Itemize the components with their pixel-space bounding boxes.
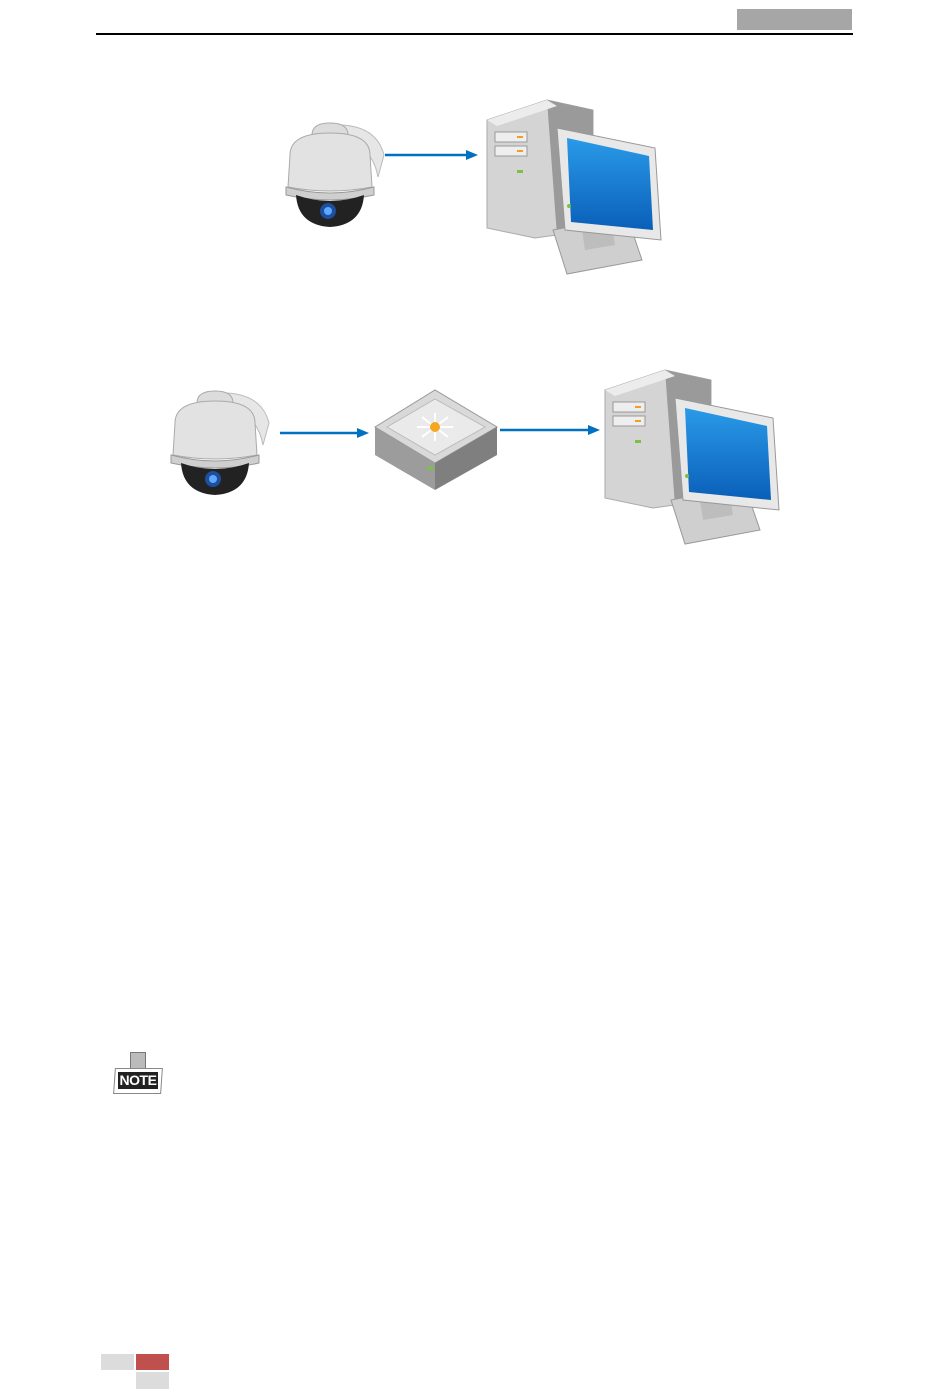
footer-block-red — [136, 1354, 169, 1370]
arrow-icon — [500, 425, 600, 435]
note-label: NOTE — [118, 1072, 158, 1089]
arrow-icon — [280, 428, 369, 438]
footer-block-gray — [101, 1354, 134, 1370]
footer-block-gray-lower — [136, 1372, 169, 1389]
diagram-switch-connection — [170, 369, 780, 545]
speed-dome-camera-icon — [170, 390, 270, 496]
speed-dome-camera-icon — [285, 122, 385, 228]
note-icon: NOTE — [110, 1050, 164, 1096]
computer-icon — [604, 369, 780, 545]
diagram-direct-connection — [285, 99, 662, 275]
header-rule — [96, 33, 853, 35]
computer-icon — [486, 99, 662, 275]
header-section-tab — [737, 9, 852, 30]
arrow-icon — [385, 150, 478, 160]
network-switch-icon — [374, 389, 498, 490]
